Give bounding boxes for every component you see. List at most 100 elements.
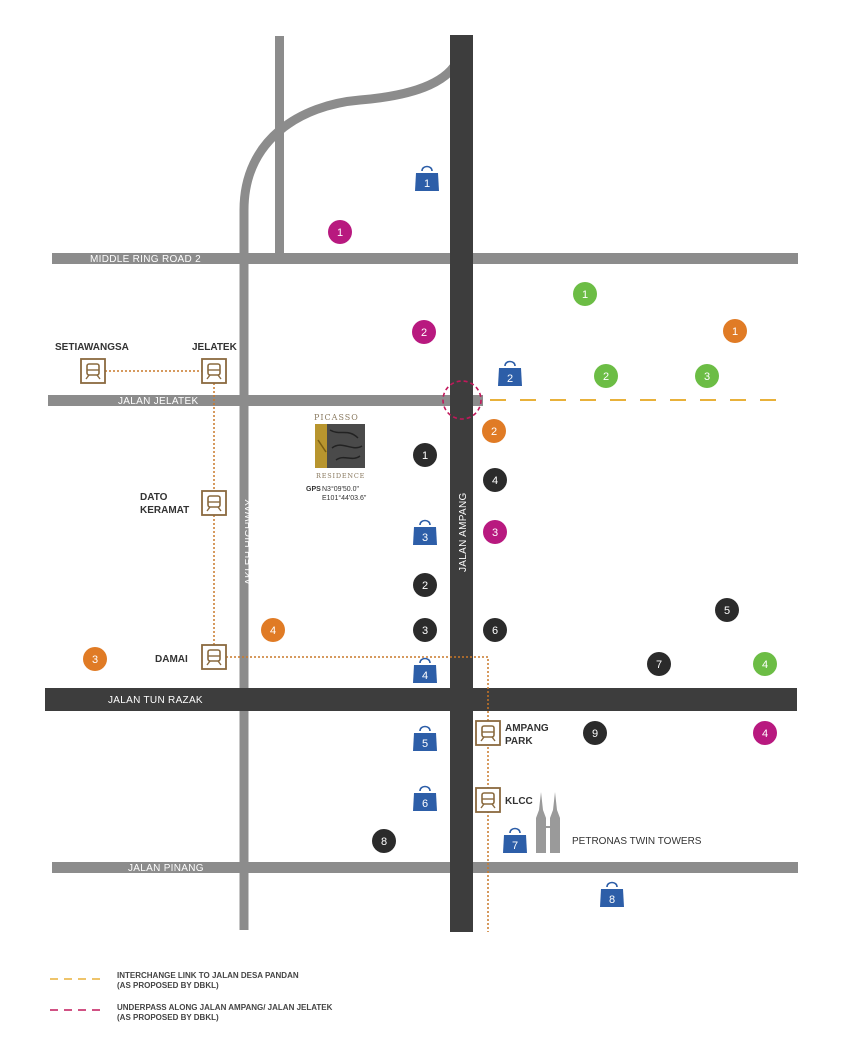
magenta-number: 4 [762, 728, 768, 740]
shopping-bag-icon[interactable]: 6 [412, 785, 438, 812]
orange-marker[interactable]: 4 [261, 618, 285, 642]
station-label-klcc: KLCC [505, 796, 533, 807]
station-icon-ampang-park[interactable] [475, 720, 501, 746]
road-label-akleh-highway: AKLEH HIGHWAY [244, 499, 255, 585]
black-marker[interactable]: 5 [715, 598, 739, 622]
road-label-jalan-jelatek: JALAN JELATEK [118, 396, 198, 407]
shopping-number: 8 [609, 894, 615, 906]
orange-number: 2 [491, 426, 497, 438]
shopping-bag-icon[interactable]: 2 [497, 360, 523, 387]
green-number: 1 [582, 289, 588, 301]
black-marker[interactable]: 8 [372, 829, 396, 853]
road-label-jalan-ampang: JALAN AMPANG [458, 492, 469, 572]
station-label-jelatek: JELATEK [192, 342, 238, 353]
black-number: 1 [422, 450, 428, 462]
legend-interchange-line2: (AS PROPOSED BY DBKL) [117, 981, 219, 990]
station-icon-damai[interactable] [201, 644, 227, 670]
curved-road [239, 53, 465, 930]
magenta-number: 2 [421, 327, 427, 339]
green-number: 3 [704, 371, 710, 383]
jalan-tun-razak-road [45, 688, 797, 711]
picasso-title: PICASSO [314, 413, 359, 422]
green-marker[interactable]: 4 [753, 652, 777, 676]
shopping-markers: 1 2 3 4 5 6 7 8 [412, 165, 625, 908]
black-markers: 1 2 3 4 5 6 7 8 9 [372, 443, 739, 853]
station-icon-klcc[interactable] [475, 787, 501, 813]
magenta-number: 1 [337, 227, 343, 239]
magenta-markers: 1 2 3 4 [328, 220, 777, 745]
shopping-number: 6 [422, 798, 428, 810]
station-label-setiawangsa: SETIAWANGSA [55, 342, 129, 353]
jalan-pinang-road [52, 862, 798, 873]
middle-ring-road-2 [52, 253, 798, 264]
shopping-bag-icon[interactable]: 5 [412, 725, 438, 752]
orange-marker[interactable]: 2 [482, 419, 506, 443]
picasso-residence[interactable]: PICASSO RESIDENCE GPS N3°09'50.0" E101°4… [306, 413, 367, 502]
black-marker[interactable]: 9 [583, 721, 607, 745]
shopping-number: 3 [422, 532, 428, 544]
rail-lines [105, 370, 489, 932]
magenta-marker[interactable]: 3 [483, 520, 507, 544]
black-marker[interactable]: 4 [483, 468, 507, 492]
magenta-marker[interactable]: 1 [328, 220, 352, 244]
jalan-jelatek-road [48, 395, 483, 406]
magenta-marker[interactable]: 4 [753, 721, 777, 745]
green-number: 4 [762, 659, 768, 671]
black-marker[interactable]: 7 [647, 652, 671, 676]
north-branch-road [275, 36, 284, 254]
road-label-jalan-pinang: JALAN PINANG [128, 863, 204, 874]
shopping-bag-icon[interactable]: 3 [412, 519, 438, 546]
legend-underpass-line1: UNDERPASS ALONG JALAN AMPANG/ JALAN JELA… [117, 1003, 333, 1012]
station-label-dato-keramat-2: KERAMAT [140, 505, 189, 516]
magenta-number: 3 [492, 527, 498, 539]
black-marker[interactable]: 1 [413, 443, 437, 467]
black-number: 4 [492, 475, 498, 487]
black-marker[interactable]: 6 [483, 618, 507, 642]
black-number: 2 [422, 580, 428, 592]
orange-marker[interactable]: 3 [83, 647, 107, 671]
picasso-subtitle: RESIDENCE [316, 472, 365, 480]
underpass-circle [442, 380, 482, 420]
gps-longitude: E101°44'03.6" [322, 494, 367, 502]
green-marker[interactable]: 2 [594, 364, 618, 388]
shopping-number: 1 [424, 178, 430, 190]
station-icon-jelatek[interactable] [201, 358, 227, 384]
orange-markers: 1 2 3 4 [83, 319, 747, 671]
station-label-damai: DAMAI [155, 654, 188, 665]
shopping-number: 2 [507, 373, 513, 385]
road-label-jalan-tun-razak: JALAN TUN RAZAK [108, 695, 203, 706]
legend-underpass-line2: (AS PROPOSED BY DBKL) [117, 1013, 219, 1022]
picasso-logo-icon [315, 424, 365, 468]
shopping-bag-icon[interactable]: 7 [502, 827, 528, 854]
shopping-number: 4 [422, 670, 428, 682]
green-number: 2 [603, 371, 609, 383]
black-number: 5 [724, 605, 730, 617]
station-label-ampang-park-2: PARK [505, 736, 533, 747]
road-label-middle-ring-road-2: MIDDLE RING ROAD 2 [90, 254, 201, 265]
shopping-bag-icon[interactable]: 4 [412, 657, 438, 684]
orange-number: 3 [92, 654, 98, 666]
jalan-ampang-road [450, 35, 473, 932]
black-marker[interactable]: 3 [413, 618, 437, 642]
shopping-bag-icon[interactable]: 8 [599, 881, 625, 908]
green-marker[interactable]: 1 [573, 282, 597, 306]
legend-interchange-line1: INTERCHANGE LINK TO JALAN DESA PANDAN [117, 971, 299, 980]
station-icon-dato-keramat[interactable] [201, 490, 227, 516]
shopping-number: 7 [512, 840, 518, 852]
station-icon-setiawangsa[interactable] [80, 358, 106, 384]
shopping-number: 5 [422, 738, 428, 750]
green-marker[interactable]: 3 [695, 364, 719, 388]
shopping-bag-icon[interactable]: 1 [414, 165, 440, 192]
orange-marker[interactable]: 1 [723, 319, 747, 343]
magenta-marker[interactable]: 2 [412, 320, 436, 344]
black-number: 3 [422, 625, 428, 637]
station-label-ampang-park-1: AMPANG [505, 723, 549, 734]
black-number: 6 [492, 625, 498, 637]
black-number: 8 [381, 836, 387, 848]
green-markers: 1 2 3 4 [573, 282, 777, 676]
black-marker[interactable]: 2 [413, 573, 437, 597]
petronas-towers-icon [536, 792, 560, 853]
landmark-label-petronas: PETRONAS TWIN TOWERS [572, 836, 702, 847]
orange-number: 4 [270, 625, 276, 637]
